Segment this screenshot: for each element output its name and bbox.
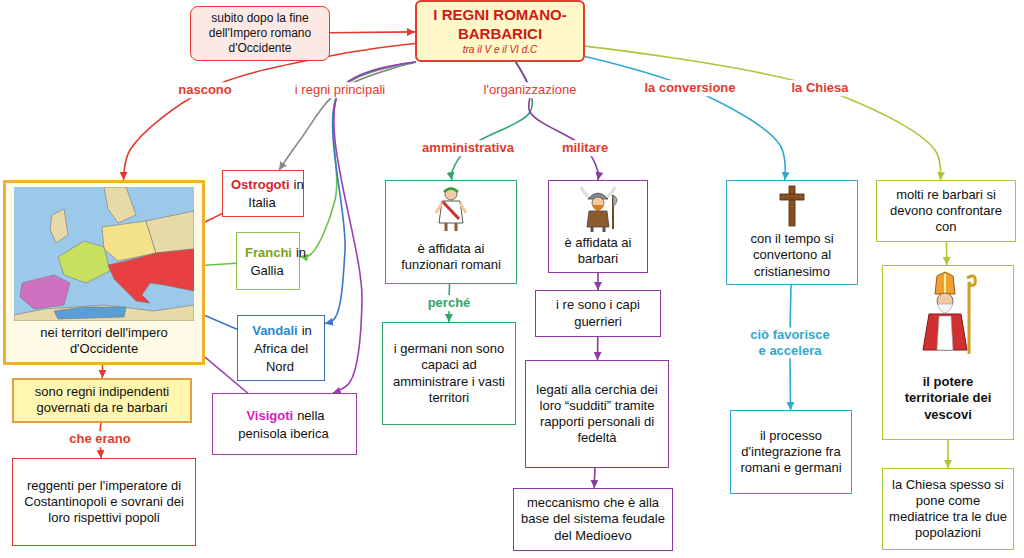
concept-box: la Chiesa spesso si pone come mediatrice… bbox=[882, 468, 1014, 550]
edge-label: i regni principali bbox=[292, 82, 388, 98]
concept-box: il potere territoriale dei vescovi bbox=[882, 265, 1014, 440]
concept-box: i re sono i capi guerrieri bbox=[535, 290, 661, 337]
node-text: con il tempo si convertono al cristianes… bbox=[733, 231, 851, 280]
edge-label: militare bbox=[559, 140, 611, 156]
concept-box: è affidata ai barbari bbox=[548, 180, 648, 273]
node-text: molti re barbari si devono confrontare c… bbox=[883, 187, 1009, 236]
connector bbox=[593, 468, 595, 488]
bishop-icon bbox=[911, 270, 985, 356]
concept-box: il processo d'integrazione fra romani e … bbox=[730, 410, 852, 494]
concept-box: sono regni indipendenti governati da re … bbox=[12, 378, 192, 423]
connector bbox=[124, 44, 415, 181]
concept-box: i germani non sono capaci ad amministrar… bbox=[382, 322, 516, 425]
edge-label: nascono bbox=[175, 82, 234, 98]
connector bbox=[516, 62, 599, 180]
node-text: I REGNI ROMANO-BARBARICI bbox=[423, 6, 577, 44]
connector bbox=[597, 337, 599, 360]
concept-box: Visigotinella penisola iberica bbox=[212, 393, 357, 455]
node-text: meccanismo che è alla base del sistema f… bbox=[520, 495, 666, 544]
concept-box: Franchiin Gallia bbox=[236, 232, 300, 290]
title-box: I REGNI ROMANO-BARBARICItra il V e il VI… bbox=[415, 0, 585, 62]
concept-box: Vandaliin Africa del Nord bbox=[237, 315, 325, 381]
connector bbox=[946, 242, 948, 265]
node-text: è affidata ai funzionari romani bbox=[392, 241, 510, 274]
node-text: tra il V e il VI d.C bbox=[423, 44, 577, 57]
roman-icon bbox=[431, 185, 471, 233]
edge-label: ciò favorisce e accelera bbox=[742, 327, 838, 358]
edge-label: la Chiesa bbox=[788, 80, 851, 96]
warrior-icon bbox=[575, 185, 621, 233]
node-text: subito dopo la fine dell'Impero romano d… bbox=[197, 11, 323, 56]
node-text: Vandali bbox=[252, 323, 298, 338]
concept-box: Ostrogotiin Italia bbox=[222, 170, 304, 217]
concept-box: reggenti per l'imperatore di Costantinop… bbox=[12, 458, 196, 546]
edge-label: la conversione bbox=[641, 80, 738, 96]
node-text: Visigoti bbox=[246, 408, 293, 423]
cross-icon bbox=[777, 185, 807, 227]
node-text: legati alla cerchia dei loro “sudditi” t… bbox=[532, 382, 662, 447]
edge-label: perché bbox=[425, 295, 474, 311]
connector bbox=[205, 214, 222, 222]
node-text: la Chiesa spesso si pone come mediatrice… bbox=[889, 477, 1007, 542]
edge-label: amministrativa bbox=[419, 140, 517, 156]
connector bbox=[597, 273, 599, 291]
concept-box: meccanismo che è alla base del sistema f… bbox=[513, 488, 673, 551]
connector bbox=[205, 315, 237, 329]
map-box: nei territori dell'impero d'Occidente bbox=[3, 180, 205, 365]
connector bbox=[205, 263, 236, 265]
connector bbox=[452, 62, 533, 180]
connector bbox=[102, 365, 104, 379]
connector bbox=[279, 62, 416, 170]
concept-box: molti re barbari si devono confrontare c… bbox=[876, 180, 1016, 242]
node-text: è affidata ai barbari bbox=[555, 235, 641, 268]
node-text: i re sono i capi guerrieri bbox=[542, 297, 654, 330]
concept-box: legati alla cerchia dei loro “sudditi” t… bbox=[525, 360, 669, 468]
node-text: il potere territoriale dei vescovi bbox=[889, 374, 1007, 423]
free-label: l'organizzazione bbox=[481, 82, 580, 98]
node-text: Ostrogoti bbox=[231, 177, 290, 192]
connector bbox=[330, 31, 415, 33]
edge-label: che erano bbox=[66, 431, 133, 447]
concept-box: è affidata ai funzionari romani bbox=[385, 180, 517, 284]
connector bbox=[947, 440, 949, 468]
connector bbox=[585, 46, 941, 180]
node-text: reggenti per l'imperatore di Costantinop… bbox=[19, 478, 189, 527]
connector bbox=[585, 57, 785, 181]
node-text: i germani non sono capaci ad amministrar… bbox=[389, 341, 509, 406]
node-text: sono regni indipendenti governati da re … bbox=[20, 384, 184, 417]
concept-box: con il tempo si convertono al cristianes… bbox=[726, 180, 858, 285]
node-text: il processo d'integrazione fra romani e … bbox=[737, 428, 845, 477]
europe-map bbox=[14, 187, 194, 321]
node-text: Franchi bbox=[245, 245, 292, 260]
node-text: nei territori dell'impero d'Occidente bbox=[12, 325, 196, 358]
context-box: subito dopo la fine dell'Impero romano d… bbox=[190, 6, 330, 61]
